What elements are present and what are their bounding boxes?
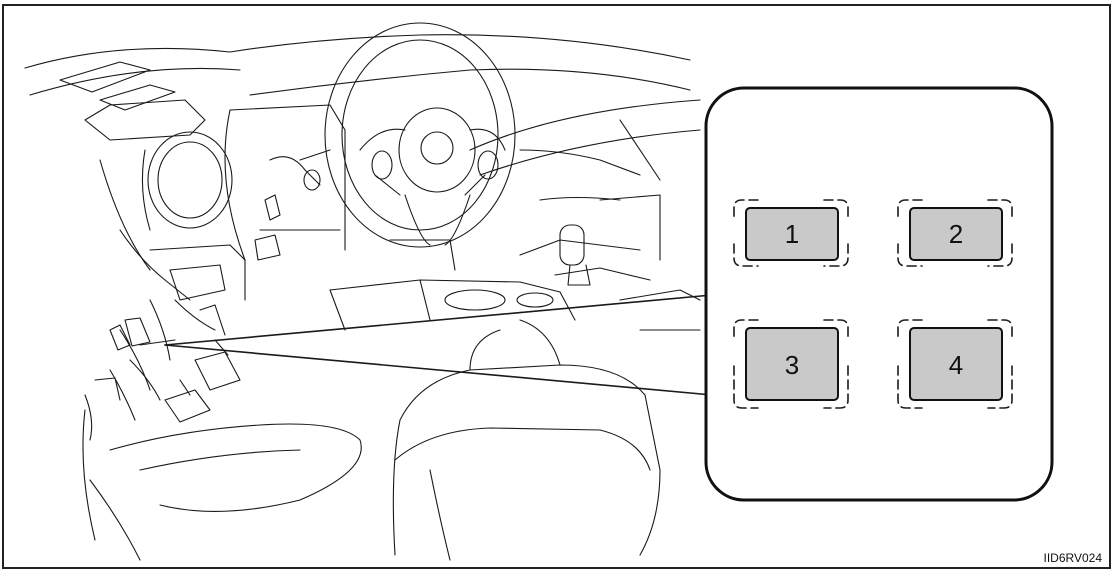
- brake-pedal: [165, 390, 210, 422]
- fuse-slot-3: 3: [734, 320, 848, 408]
- fuse-2-label: 2: [949, 219, 963, 249]
- fuse-3-label: 3: [785, 350, 799, 380]
- fuse-slot-2: 2: [898, 200, 1012, 266]
- fuse-4-label: 4: [949, 350, 963, 380]
- inset-frame: [706, 88, 1052, 500]
- car-interior-illustration: [25, 23, 700, 560]
- figure-code: IID6RV024: [1044, 551, 1103, 565]
- left-air-vent: [148, 132, 232, 228]
- fuse-slot-4: 4: [898, 320, 1012, 408]
- fuse-1-label: 1: [785, 219, 799, 249]
- fuse-slot-1: 1: [734, 200, 848, 266]
- steering-wheel: [325, 23, 515, 247]
- fuse-box-inset: 1 2 3 4: [706, 88, 1052, 500]
- callout-pointer: [165, 295, 712, 395]
- driver-seat: [400, 365, 660, 555]
